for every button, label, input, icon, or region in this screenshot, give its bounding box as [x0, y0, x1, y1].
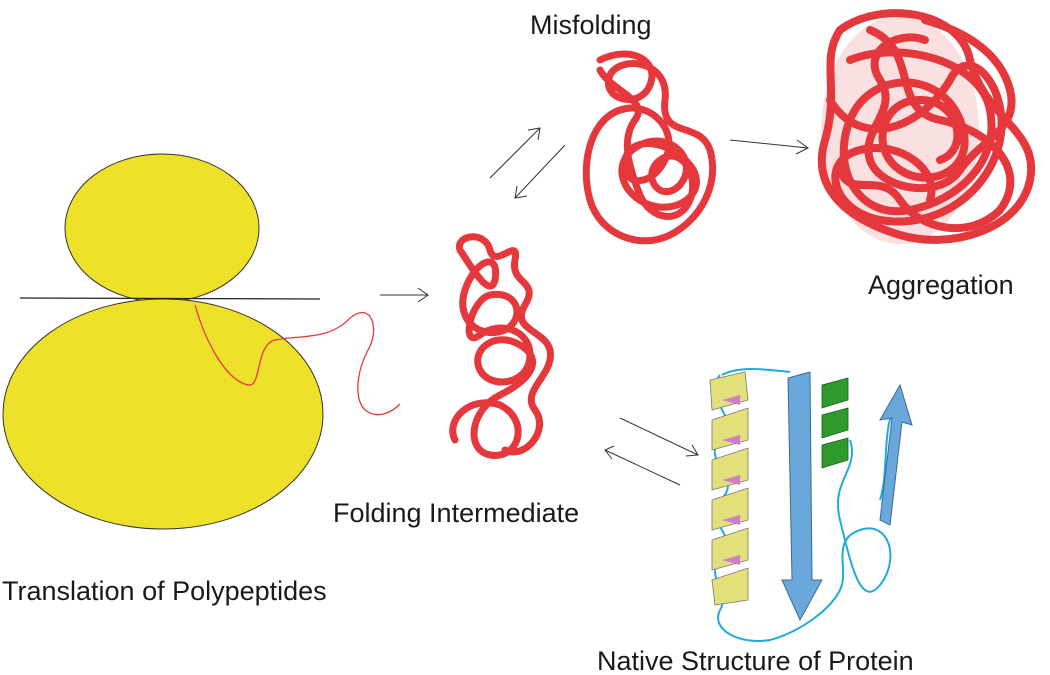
aggregate-icon: [817, 9, 1036, 244]
folding-intermediate-label: Folding Intermediate: [333, 498, 580, 528]
ribosome-icon: [2, 153, 401, 530]
native-protein-icon: [709, 367, 913, 642]
native-structure-label: Native Structure of Protein: [597, 646, 914, 675]
translation-label: Translation of Polypeptides: [2, 576, 327, 606]
folding-intermediate-icon: [449, 233, 554, 459]
aggregation-label: Aggregation: [868, 270, 1014, 300]
equilibrium-arrows-misfolding-icon: [489, 127, 566, 199]
misfolded-protein-icon: [582, 50, 717, 245]
equilibrium-arrows-native-icon: [604, 417, 699, 486]
misfolding-label: Misfolding: [530, 10, 652, 40]
arrow-to-aggregation-icon: [729, 139, 809, 155]
arrow-to-intermediate-icon: [380, 287, 429, 303]
